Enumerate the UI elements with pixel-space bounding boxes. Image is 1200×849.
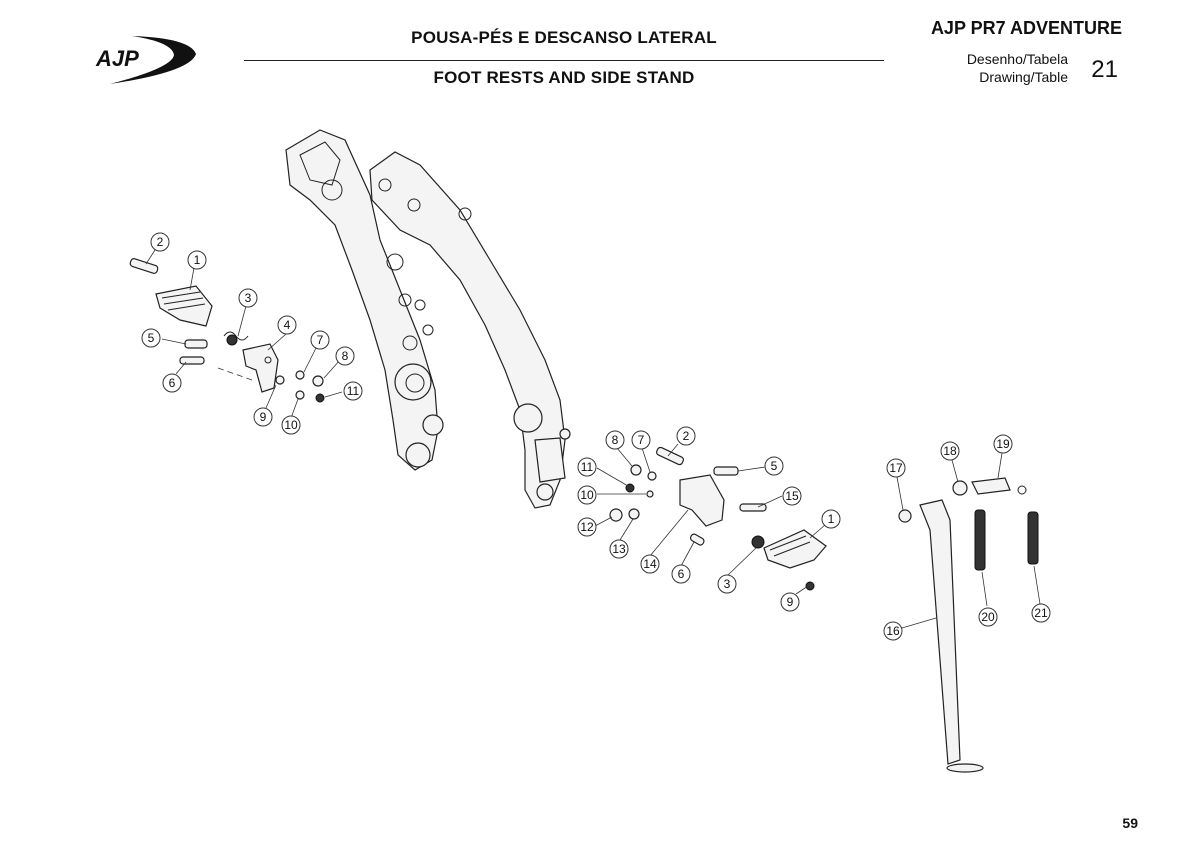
callouts-left: 2 1 3 4 5 7 8 6 11 9 10 [141,232,363,435]
svg-text:2: 2 [683,429,690,443]
svg-text:14: 14 [643,557,657,571]
callout-right-10: 10 [577,485,597,505]
callout-right-7: 7 [631,430,651,450]
callout-right-9: 9 [780,592,800,612]
callout-left-8: 8 [335,346,355,366]
title-divider [244,60,884,61]
callout-right-5: 5 [764,456,784,476]
callout-right-11: 11 [577,457,597,477]
svg-text:6: 6 [678,567,685,581]
model-name: AJP PR7 ADVENTURE [930,18,1122,38]
drawing-label: Desenho/Tabela Drawing/Table [967,50,1068,86]
svg-text:8: 8 [612,433,619,447]
page-title-en: FOOT RESTS AND SIDE STAND [433,68,695,87]
callout-right-14: 14 [640,554,660,574]
drawing-label-en: Drawing/Table [979,69,1068,85]
svg-text:3: 3 [245,291,252,305]
callout-stand-18: 18 [940,441,960,461]
callout-left-3: 3 [238,288,258,308]
callouts-side-stand: 17 18 19 16 20 21 [883,434,1051,641]
svg-text:5: 5 [148,331,155,345]
svg-text:17: 17 [889,461,903,475]
callout-right-8: 8 [605,430,625,450]
svg-text:20: 20 [981,610,995,624]
callout-stand-21: 21 [1031,603,1051,623]
right-footrest-assembly [609,446,827,591]
callout-right-2: 2 [676,426,696,446]
callout-right-6: 6 [671,564,691,584]
callouts-right: 8 7 2 5 11 10 15 12 13 14 6 1 3 9 [577,426,841,612]
ajp-logo-graphic: AJP [95,36,196,84]
svg-text:12: 12 [580,520,594,534]
svg-text:3: 3 [724,577,731,591]
svg-text:13: 13 [612,542,626,556]
svg-text:6: 6 [169,376,176,390]
page-number: 59 [1122,815,1138,831]
drawing-number: 21 [1091,56,1118,83]
svg-text:5: 5 [771,459,778,473]
callout-left-5: 5 [141,328,161,348]
callout-stand-16: 16 [883,621,903,641]
svg-text:16: 16 [886,624,900,638]
callout-left-6: 6 [162,373,182,393]
svg-text:1: 1 [828,512,835,526]
drawing-label-pt: Desenho/Tabela [966,51,1068,67]
callout-left-10: 10 [281,415,301,435]
callout-left-11: 11 [343,381,363,401]
callout-right-13: 13 [609,539,629,559]
callout-left-1: 1 [187,250,207,270]
callout-left-7: 7 [310,330,330,350]
callout-right-3: 3 [717,574,737,594]
svg-text:2: 2 [157,235,164,249]
svg-text:11: 11 [347,384,360,398]
svg-text:7: 7 [317,333,324,347]
svg-text:1: 1 [194,253,201,267]
svg-text:10: 10 [284,418,298,432]
svg-text:10: 10 [580,488,594,502]
frame-arms [285,129,571,509]
callout-stand-19: 19 [993,434,1013,454]
svg-text:4: 4 [284,318,291,332]
callout-left-9: 9 [253,407,273,427]
svg-text:9: 9 [787,595,794,609]
callout-stand-20: 20 [978,607,998,627]
svg-text:11: 11 [581,460,594,474]
svg-text:9: 9 [260,410,267,424]
svg-text:7: 7 [638,433,645,447]
svg-text:8: 8 [342,349,349,363]
callout-left-4: 4 [277,315,297,335]
callout-right-1: 1 [821,509,841,529]
callout-left-2: 2 [150,232,170,252]
svg-text:18: 18 [943,444,957,458]
svg-text:21: 21 [1034,606,1048,620]
svg-text:AJP: AJP [95,46,139,71]
ajp-logo: AJP [92,28,202,86]
callout-stand-17: 17 [886,458,906,478]
svg-text:15: 15 [785,489,799,503]
callout-right-15: 15 [782,486,802,506]
leader-lines [145,249,1041,629]
side-stand-assembly [898,477,1039,773]
svg-text:19: 19 [996,437,1010,451]
callout-right-12: 12 [577,517,597,537]
page-title-pt: POUSA-PÉS E DESCANSO LATERAL [411,28,717,47]
